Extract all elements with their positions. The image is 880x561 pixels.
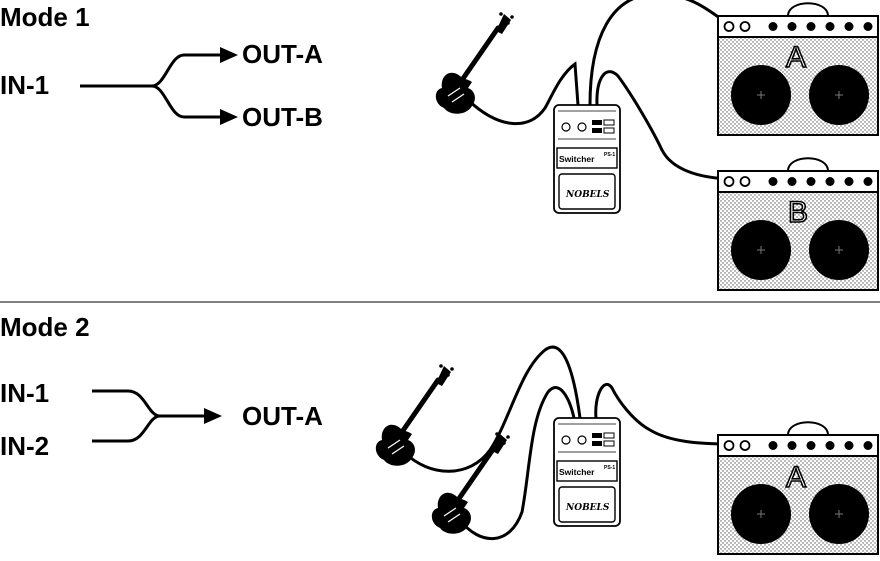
mode1-cables: [466, 0, 731, 181]
mode1-output-b-label: OUT-B: [242, 102, 323, 132]
mode1-pedal-name: Switcher: [559, 154, 595, 164]
mode2-input1-label: IN-1: [0, 378, 49, 408]
mode2-pedal-model: PS-1: [604, 465, 615, 471]
mode1-split-arrow: [80, 53, 222, 119]
mode2-output-label: OUT-A: [242, 401, 323, 431]
mode2-title: Mode 2: [0, 312, 90, 342]
mode1-output-a-label: OUT-A: [242, 39, 323, 69]
mode2-guitar-1-icon: [376, 364, 454, 466]
mode2-input2-label: IN-2: [0, 431, 49, 461]
mode2-pedal-name: Switcher: [559, 467, 595, 477]
mode2-amp-a-label: A: [786, 461, 806, 494]
mode1-arrowhead-b: [220, 109, 238, 125]
mode2-cables: [402, 345, 731, 540]
mode2-guitar-2-icon: [432, 432, 510, 534]
mode1-input-label: IN-1: [0, 70, 49, 100]
mode1-pedal-model: PS-1: [604, 152, 615, 158]
mode1-title: Mode 1: [0, 2, 90, 32]
mode2-merge-arrow: [92, 389, 206, 443]
mode1-guitar-icon: [436, 12, 514, 114]
mode2-arrowhead: [204, 408, 222, 424]
mode1-arrowhead-a: [220, 47, 238, 63]
mode2-pedal-brand: NOBELS: [565, 503, 610, 513]
mode1-amp-b-label: B: [788, 196, 808, 229]
mode1-amp-a-label: A: [786, 41, 806, 74]
mode1-pedal-brand: NOBELS: [565, 190, 610, 200]
